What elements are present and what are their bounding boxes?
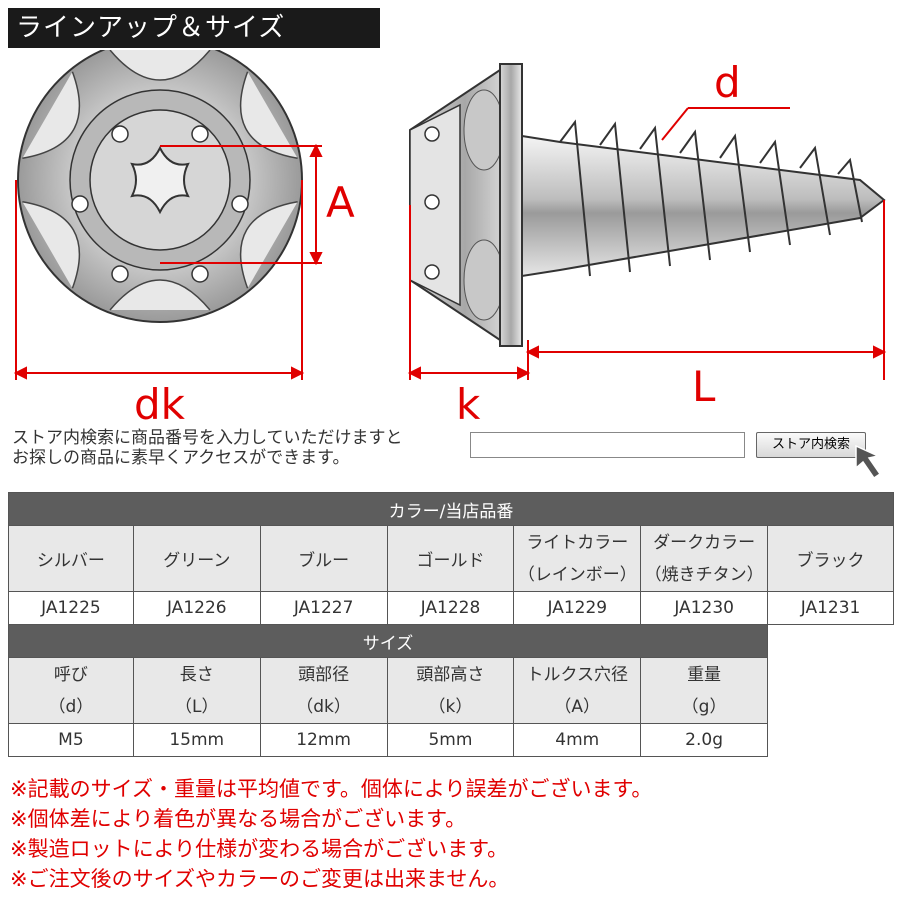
color-header: シルバー (8, 525, 134, 592)
color-table-title: カラー/当店品番 (8, 492, 894, 526)
arrow-cursor-icon (855, 444, 882, 480)
size-header: トルクス穴径（A） (513, 657, 642, 724)
product-code: JA1228 (386, 591, 515, 625)
size-table-title: サイズ (8, 624, 768, 658)
label-A: A (326, 178, 355, 227)
size-value: M5 (8, 723, 134, 757)
color-header: グリーン (132, 525, 261, 592)
size-header: 呼び（d） (8, 657, 134, 724)
product-code: JA1231 (767, 591, 894, 625)
size-header: 頭部高さ（k） (386, 657, 515, 724)
color-header: ゴールド (386, 525, 515, 592)
size-value-row: M5 15mm 12mm 5mm 4mm 2.0g (8, 723, 768, 757)
product-code: JA1226 (132, 591, 261, 625)
size-value: 2.0g (640, 723, 768, 757)
section-title: ラインアップ＆サイズ (16, 13, 286, 43)
size-value: 15mm (132, 723, 261, 757)
color-header: ライトカラー（レインボー） (513, 525, 642, 592)
size-header: 頭部径（dk） (259, 657, 388, 724)
screw-head-front-view (13, 37, 323, 380)
size-header: 重量（g） (640, 657, 768, 724)
label-k: k (456, 380, 481, 429)
size-table-header-row: 呼び（d） 長さ（L） 頭部径（dk） 頭部高さ（k） トルクス穴径（A） 重量… (8, 657, 768, 724)
search-description-line2: お探しの商品に素早くアクセスができます。 (12, 448, 350, 468)
product-code: JA1229 (513, 591, 642, 625)
label-dk: dk (134, 380, 185, 429)
torx-recess-icon (130, 145, 190, 215)
screw-side-view (407, 63, 887, 380)
color-header: ブラック (767, 525, 894, 592)
product-code: JA1227 (259, 591, 388, 625)
size-value: 5mm (386, 723, 515, 757)
note-item: ※製造ロットにより仕様が変わる場合がございます。 (10, 837, 509, 861)
label-d: d (714, 58, 741, 107)
color-code-row: JA1225 JA1226 JA1227 JA1228 JA1229 JA123… (8, 591, 894, 625)
size-value: 4mm (513, 723, 642, 757)
size-table: サイズ 呼び（d） 長さ（L） 頭部径（dk） 頭部高さ（k） トルクス穴径（A… (8, 624, 768, 757)
note-item: ※ご注文後のサイズやカラーのご変更は出来ません。 (10, 867, 510, 891)
notes: ※記載のサイズ・重量は平均値です。個体により誤差がございます。 ※個体差により着… (10, 774, 652, 894)
screw-dimension-diagram: A d dk k L (0, 37, 900, 429)
store-search-button[interactable]: ストア内検索 (756, 432, 866, 458)
product-code: JA1225 (8, 591, 134, 625)
size-header: 長さ（L） (132, 657, 261, 724)
color-table: カラー/当店品番 シルバー グリーン ブルー ゴールド ライトカラー（レインボー… (8, 492, 894, 625)
store-search-input[interactable] (470, 432, 745, 458)
search-description: ストア内検索に商品番号を入力していただけますと お探しの商品に素早くアクセスがで… (12, 428, 403, 468)
size-value: 12mm (259, 723, 388, 757)
color-table-header-row: シルバー グリーン ブルー ゴールド ライトカラー（レインボー） ダークカラー（… (8, 525, 894, 592)
note-item: ※個体差により着色が異なる場合がございます。 (10, 807, 467, 831)
label-L: L (692, 362, 716, 411)
screw-drawing (13, 37, 887, 380)
search-description-line1: ストア内検索に商品番号を入力していただけますと (12, 428, 403, 448)
product-code: JA1230 (640, 591, 769, 625)
color-header: ダークカラー（焼きチタン） (640, 525, 769, 592)
section-header: ラインアップ＆サイズ (8, 8, 380, 48)
note-item: ※記載のサイズ・重量は平均値です。個体により誤差がございます。 (10, 777, 653, 801)
color-header: ブルー (259, 525, 388, 592)
